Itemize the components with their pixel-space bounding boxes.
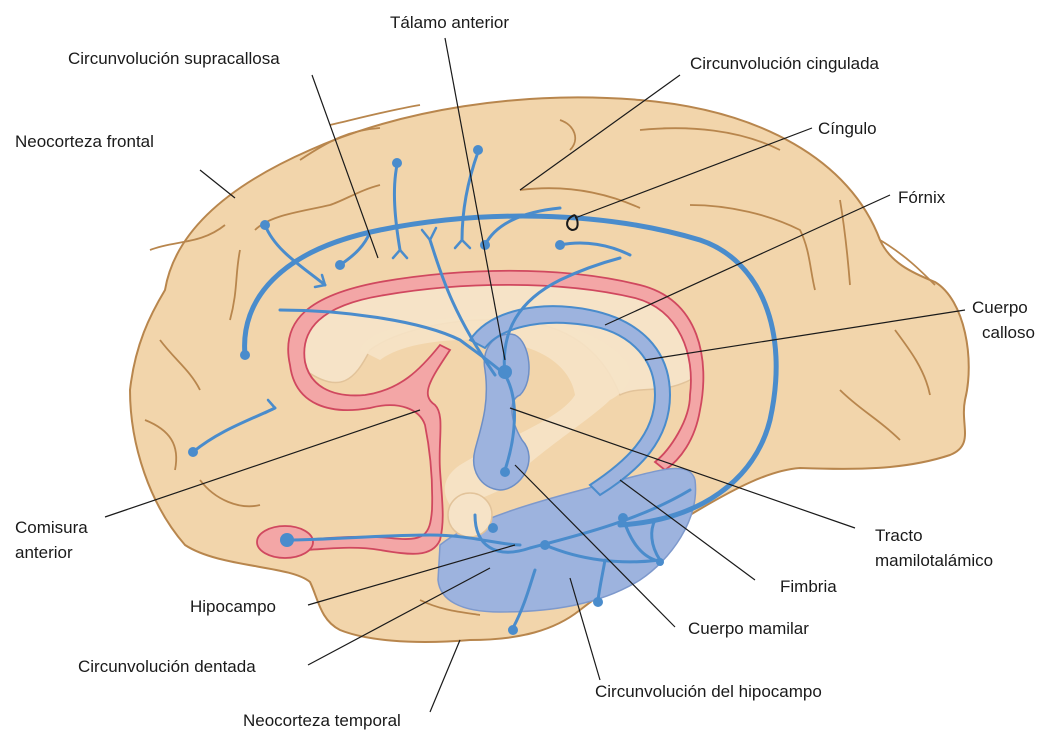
label-circunvolucion-supracallosa: Circunvolución supracallosa bbox=[68, 49, 280, 68]
label-tracto-line2: mamilotalámico bbox=[875, 551, 993, 570]
label-fornix: Fórnix bbox=[898, 188, 946, 207]
label-fimbria: Fimbria bbox=[780, 577, 837, 596]
label-cingulo: Cíngulo bbox=[818, 119, 877, 138]
label-cuerpo-mamilar: Cuerpo mamilar bbox=[688, 619, 809, 638]
label-circunvolucion-cingulada: Circunvolución cingulada bbox=[690, 54, 880, 73]
label-cuerpo-calloso-line1: Cuerpo bbox=[972, 298, 1028, 317]
label-hipocampo: Hipocampo bbox=[190, 597, 276, 616]
label-circunvolucion-dentada: Circunvolución dentada bbox=[78, 657, 256, 676]
label-neocorteza-frontal: Neocorteza frontal bbox=[15, 132, 154, 151]
label-cuerpo-calloso-line2: calloso bbox=[982, 323, 1035, 342]
label-comisura-anterior-line1: Comisura bbox=[15, 518, 88, 537]
mammillary-pale bbox=[448, 493, 492, 537]
label-tracto-line1: Tracto bbox=[875, 526, 923, 545]
label-neocorteza-temporal: Neocorteza temporal bbox=[243, 711, 401, 730]
label-talamo-anterior: Tálamo anterior bbox=[390, 13, 509, 32]
label-comisura-anterior-line2: anterior bbox=[15, 543, 73, 562]
label-circunvolucion-hipocampo: Circunvolución del hipocampo bbox=[595, 682, 822, 701]
